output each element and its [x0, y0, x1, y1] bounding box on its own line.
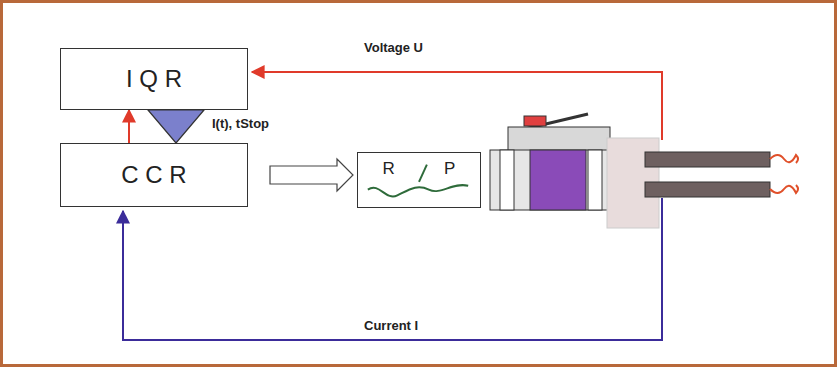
current-label: Current I: [362, 318, 420, 333]
characteristic-curve: [358, 153, 480, 207]
current-wire: [123, 198, 662, 340]
axis-letter: P: [444, 159, 455, 179]
edge-label: I(t), tStop: [210, 116, 271, 131]
control-arrow: [128, 110, 130, 143]
setpoint-arrow: [148, 110, 204, 143]
unit-name: C C R: [121, 161, 186, 189]
characteristic-box: RP: [357, 152, 481, 208]
ccr-box: C C R: [60, 143, 248, 207]
output-arrow: [270, 159, 353, 191]
welding-device: [490, 114, 798, 228]
unit-name: I Q R: [126, 65, 182, 93]
voltage-label: Voltage U: [362, 40, 425, 55]
axis-letter: R: [383, 159, 395, 179]
iqr-box: I Q R: [60, 48, 248, 110]
